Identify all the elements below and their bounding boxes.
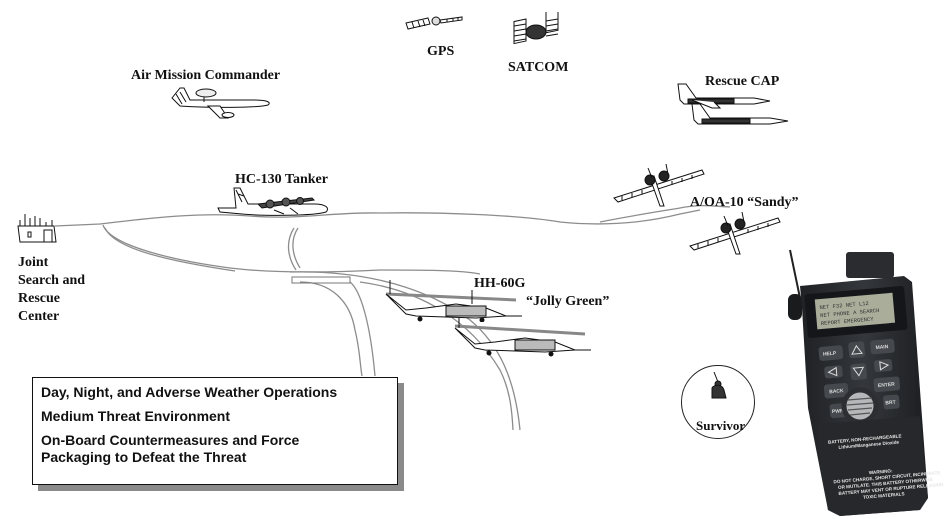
air-mission-commander-label: Air Mission Commander — [131, 68, 281, 83]
jolly-green-label: “Jolly Green” — [526, 294, 610, 309]
link-hh60-curve — [289, 271, 521, 431]
aoa10-sandy-label: A/OA-10 “Sandy” — [690, 195, 799, 210]
radio-knob — [788, 294, 802, 320]
radio-key-down[interactable] — [850, 363, 868, 381]
jsrc-building-icon — [17, 214, 57, 243]
survivor-label: Survivor — [696, 418, 746, 433]
link-junction-box — [291, 276, 351, 284]
jsrc-label-line4: Center — [18, 309, 60, 324]
radio-key-enter-label: ENTER — [878, 382, 896, 389]
link-to-infobox-1 — [299, 281, 363, 377]
link-sandy — [599, 204, 731, 223]
radio-battery-line: Lithium/Manganese Dioxide — [838, 440, 899, 450]
jsrc-label-line1: Joint — [18, 255, 49, 270]
awacs-aircraft-icon — [171, 87, 270, 119]
survivor-circle — [681, 365, 755, 439]
radio-battery-pack — [818, 416, 928, 516]
link-tanker-down — [292, 227, 301, 269]
link-tanker-loop-inner — [104, 227, 236, 272]
radio-key-help[interactable] — [818, 345, 844, 361]
radio-key-brt[interactable] — [883, 394, 900, 410]
survivor-figure-icon — [711, 372, 727, 399]
info-line-packaging: Packaging to Defeat the Threat — [41, 449, 247, 465]
radio-key-help-label: HELP — [823, 351, 837, 358]
info-line-weather: Day, Night, and Adverse Weather Operatio… — [41, 384, 338, 400]
jsrc-label-line2: Search and — [18, 273, 86, 288]
link-tanker-down-2 — [287, 227, 297, 271]
radio-top-connector — [846, 252, 894, 278]
info-line-threat: Medium Threat Environment — [41, 408, 231, 424]
radio-lcd-line3: REPORT EMERGENCY — [821, 315, 875, 327]
radio-antenna — [789, 249, 801, 299]
radio-warning-title: WARNING: — [869, 468, 894, 475]
gps-label: GPS — [427, 44, 455, 59]
radio-lcd-line1: NET F32 NET L12 — [819, 300, 869, 311]
a10-aircraft-icon-2 — [689, 211, 781, 255]
gps-satellite-icon — [405, 16, 463, 30]
info-line-countermeasures: On-Board Countermeasures and Force — [41, 432, 300, 448]
radio-battery-title: BATTERY, NON-RECHARGEABLE — [828, 433, 902, 444]
hc130-tanker-label: HC-130 Tanker — [235, 172, 328, 187]
hh60g-helicopter-icon-2 — [454, 318, 591, 357]
radio-key-pwr-label: PWR — [832, 408, 845, 415]
radio-key-main[interactable] — [870, 338, 895, 355]
radio-speaker-grille — [841, 387, 879, 425]
radio-key-up[interactable] — [848, 341, 866, 359]
survival-radio-device: NET F32 NET L12 NET PHONE A SEARCH REPOR… — [788, 249, 944, 516]
radio-key-back[interactable] — [823, 382, 849, 399]
radio-key-main-label: MAIN — [875, 344, 889, 351]
radio-key-back-label: BACK — [829, 388, 844, 395]
radio-key-right[interactable] — [873, 359, 893, 373]
hc130-aircraft-icon — [217, 187, 328, 216]
hh60g-helicopter-icon-1 — [385, 280, 522, 322]
radio-lcd-screen — [814, 292, 896, 330]
satcom-satellite-icon — [513, 12, 559, 45]
rescue-cap-fighters-icon — [677, 83, 789, 125]
capabilities-info-box: Day, Night, and Adverse Weather Operatio… — [32, 377, 398, 485]
satcom-label: SATCOM — [508, 60, 569, 75]
jsrc-label-line3: Rescue — [18, 291, 60, 306]
link-to-infobox-2 — [349, 281, 376, 377]
radio-warning-line4: TOXIC MATERIALS — [863, 491, 905, 500]
a10-aircraft-icon-1 — [613, 163, 705, 207]
hh60g-label: HH-60G — [474, 276, 526, 291]
radio-key-enter[interactable] — [873, 376, 901, 393]
radio-key-brt-label: BRT — [885, 400, 896, 407]
rescue-cap-label: Rescue CAP — [705, 74, 780, 89]
link-jsrc-to-tanker — [54, 209, 701, 227]
radio-key-left[interactable] — [824, 365, 843, 379]
